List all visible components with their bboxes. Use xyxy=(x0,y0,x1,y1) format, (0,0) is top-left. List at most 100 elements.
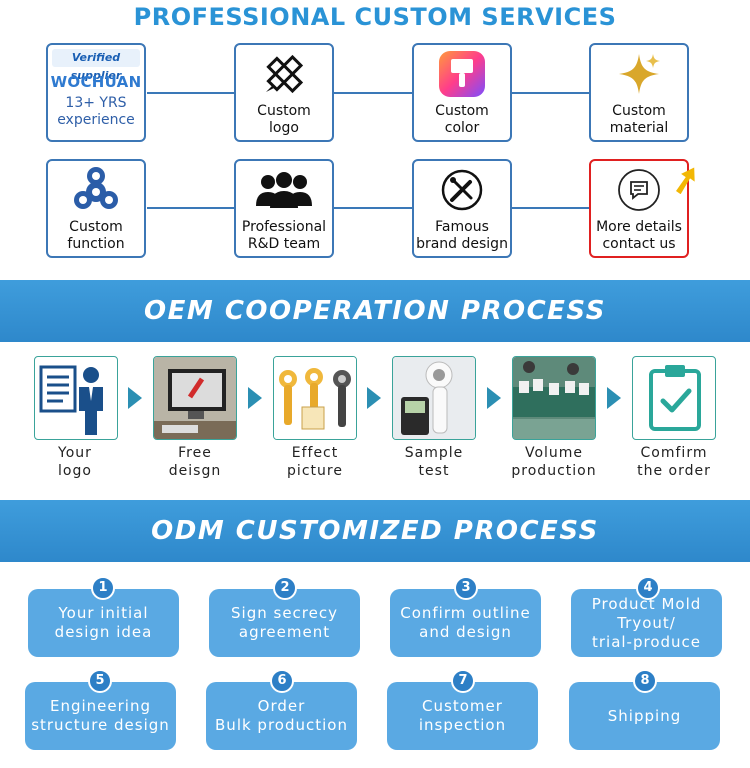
custom-function-label: Custom function xyxy=(67,219,124,253)
custom-material-card[interactable]: Custom material xyxy=(589,43,689,142)
brand-design-label: Famous brand design xyxy=(416,219,508,253)
custom-logo-card[interactable]: Custom logo xyxy=(234,43,334,142)
oem-step-label: Volume production xyxy=(499,444,609,480)
step-number-badge: 2 xyxy=(273,576,297,600)
chevron-right-icon xyxy=(487,387,501,409)
oem-step-volume-production[interactable] xyxy=(512,356,596,440)
step-number-badge: 3 xyxy=(454,576,478,600)
label-line: Sample xyxy=(404,445,464,461)
oem-step-free-design[interactable] xyxy=(153,356,237,440)
brand-design-card[interactable]: Famous brand design xyxy=(412,159,512,258)
label-line: Tryout/ xyxy=(617,613,676,632)
chevron-right-icon xyxy=(607,387,621,409)
production-line-photo xyxy=(513,357,595,439)
oem-step-sample-test[interactable] xyxy=(392,356,476,440)
oem-step-confirm-order[interactable] xyxy=(632,356,716,440)
step-number-badge: 5 xyxy=(88,669,112,693)
verified-supplier-badge: Verified supplier xyxy=(52,49,140,82)
brand-name: WOCHUAN xyxy=(50,73,142,91)
custom-color-label: Custom color xyxy=(435,103,489,137)
oem-process-banner: OEM COOPERATION PROCESS xyxy=(0,280,750,342)
label-line: Free xyxy=(178,445,212,461)
document-person-icon xyxy=(39,365,103,435)
sparkle-icon xyxy=(615,45,663,103)
hair-dryer-render xyxy=(274,357,356,439)
chat-bubble-icon xyxy=(616,161,662,219)
clipboard-check-icon xyxy=(649,365,701,431)
label-line: Order xyxy=(257,697,306,715)
pencil-ruler-icon xyxy=(260,45,308,103)
label-line: logo xyxy=(269,120,299,136)
label-line: Engineering xyxy=(49,697,151,715)
paintbrush-icon xyxy=(437,45,487,103)
computer-design-photo xyxy=(154,357,236,439)
chevron-right-icon xyxy=(367,387,381,409)
label-line: Custom xyxy=(257,103,311,119)
step-number-badge: 6 xyxy=(270,669,294,693)
step-number-badge: 4 xyxy=(636,576,660,600)
label-line: deisgn xyxy=(168,463,222,479)
contact-us-label: More details contact us xyxy=(596,219,682,253)
oem-step-label: Free deisgn xyxy=(140,444,250,480)
oem-step-label: Your logo xyxy=(20,444,130,480)
label-line: color xyxy=(444,120,480,136)
odm-process-banner: ODM CUSTOMIZED PROCESS xyxy=(0,500,750,562)
custom-logo-label: Custom logo xyxy=(257,103,311,137)
fidget-spinner-icon xyxy=(70,161,122,219)
oem-step-label: Effect picture xyxy=(260,444,370,480)
label-line: Customer xyxy=(422,697,503,715)
label-line: structure design xyxy=(31,716,170,734)
label-line: Professional xyxy=(241,219,327,235)
connector-line xyxy=(147,207,589,209)
label-line: Sign secrecy xyxy=(231,604,338,622)
section-title-custom-services: PROFESSIONAL CUSTOM SERVICES xyxy=(133,3,617,31)
label-line: Effect xyxy=(291,445,339,461)
oem-step-label: Comfirm the order xyxy=(619,444,729,480)
label-line: function xyxy=(67,236,125,252)
step-number-badge: 8 xyxy=(633,669,657,693)
step-number-badge: 7 xyxy=(451,669,475,693)
label-line: Custom xyxy=(69,219,123,235)
label-line: production xyxy=(511,463,597,479)
team-people-icon xyxy=(254,161,314,219)
chevron-right-icon xyxy=(248,387,262,409)
label-line: R&D team xyxy=(247,236,321,252)
label-line: and design xyxy=(419,623,512,641)
label-line: picture xyxy=(287,463,343,479)
pointing-arrow-icon xyxy=(676,167,695,194)
contact-us-card[interactable]: More details contact us xyxy=(589,159,689,258)
oem-step-effect-picture[interactable] xyxy=(273,356,357,440)
experience-label: experience xyxy=(57,112,135,128)
label-line: Famous xyxy=(435,219,489,235)
step-number-badge: 1 xyxy=(91,576,115,600)
supplier-card: Verified supplier WOCHUAN 13+ YRS experi… xyxy=(46,43,146,142)
label-line: Comfirm xyxy=(640,445,708,461)
custom-color-card[interactable]: Custom color xyxy=(412,43,512,142)
label-line: trial-produce xyxy=(591,632,702,651)
custom-function-card[interactable]: Custom function xyxy=(46,159,146,258)
label-line: contact us xyxy=(602,236,676,252)
rd-team-card[interactable]: Professional R&D team xyxy=(234,159,334,258)
label-line: Your initial xyxy=(58,604,149,622)
label-line: agreement xyxy=(238,623,331,641)
oem-step-your-logo[interactable] xyxy=(34,356,118,440)
label-line: Volume xyxy=(524,445,584,461)
years-label: 13+ YRS xyxy=(65,95,127,111)
chevron-right-icon xyxy=(128,387,142,409)
label-line: design idea xyxy=(54,623,153,641)
label-line: Custom xyxy=(435,103,489,119)
label-line: Confirm outline xyxy=(400,604,531,622)
sample-test-photo xyxy=(393,357,475,439)
label-line: Your xyxy=(58,445,92,461)
odm-step-8[interactable]: Shipping xyxy=(569,682,720,750)
connector-line xyxy=(147,92,589,94)
label-line: Custom xyxy=(612,103,666,119)
label-line: Shipping xyxy=(607,706,682,725)
